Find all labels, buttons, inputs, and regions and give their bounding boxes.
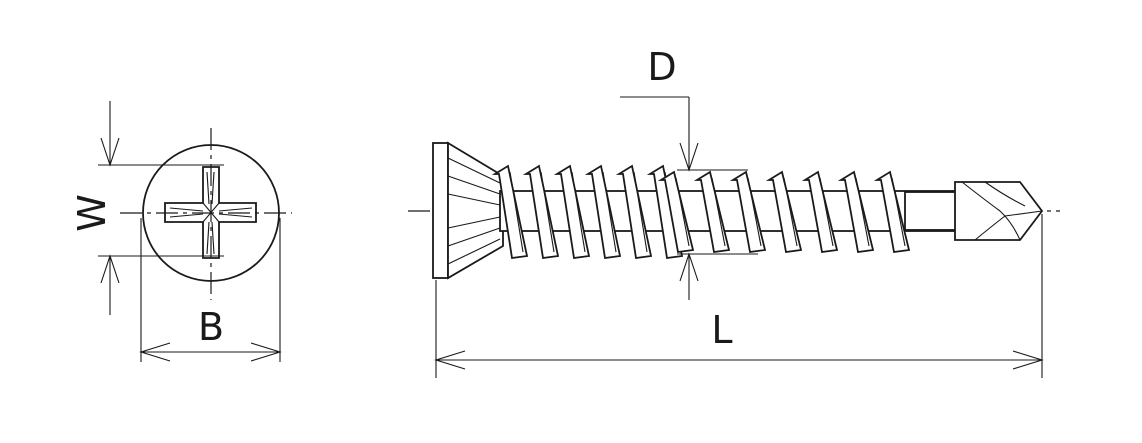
thread-shading (602, 171, 617, 253)
thread-shading (571, 171, 586, 253)
drill-point (954, 181, 1044, 241)
head-end-view: W B (70, 101, 292, 362)
l-label: L (711, 308, 732, 352)
w-dimension: W (70, 101, 224, 315)
thread-crest (491, 164, 529, 260)
b-dimension: B (139, 218, 282, 362)
thread-shading (711, 177, 726, 247)
threads (491, 164, 911, 260)
cone-ribs (447, 157, 501, 265)
thread-crest (646, 164, 684, 260)
thread-shading (509, 171, 524, 253)
l-dimension: L (434, 214, 1044, 378)
thread-crest (837, 170, 875, 254)
head-flange (432, 142, 449, 279)
thread-shading (891, 177, 906, 247)
drill-flutes (961, 181, 1043, 241)
thread-shading (675, 177, 690, 247)
thread-shading (747, 177, 762, 247)
w-label: W (70, 194, 114, 232)
thread-crest (657, 170, 695, 254)
thread-crest (801, 170, 839, 254)
thread-shading (540, 171, 555, 253)
thread-crest (553, 164, 591, 260)
thread-crest (729, 170, 767, 254)
thread-shading (783, 177, 798, 247)
b-label: B (198, 305, 224, 349)
countersunk-cone (447, 141, 504, 280)
thread-shading (855, 177, 870, 247)
thread-crest (522, 164, 560, 260)
d-label: D (647, 45, 676, 89)
thread-crest (615, 164, 653, 260)
thread-shading (633, 171, 648, 253)
thread-crest (693, 170, 731, 254)
screw-side-view: D L (408, 45, 1060, 378)
thread-crest (873, 170, 911, 254)
thread-shading (819, 177, 834, 247)
thread-crest (584, 164, 622, 260)
drill-neck (904, 191, 958, 231)
d-dimension: D (620, 45, 758, 300)
thread-crest (765, 170, 803, 254)
